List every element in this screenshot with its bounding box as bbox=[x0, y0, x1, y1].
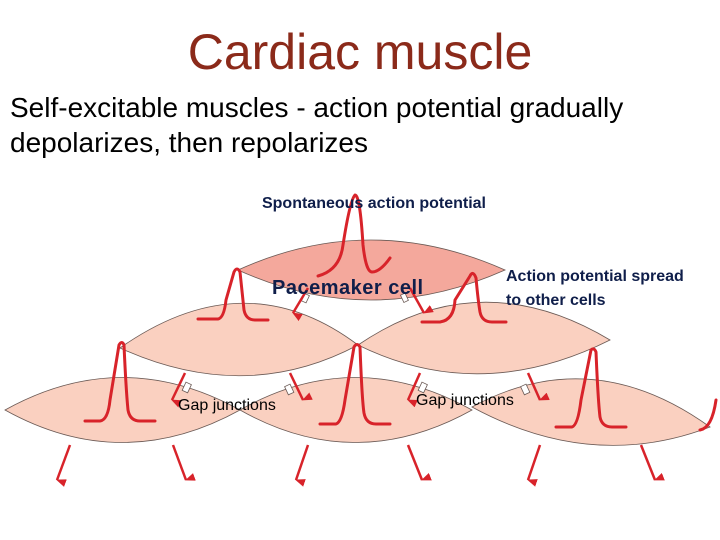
subtitle-line-1: Self-excitable muscles - action potentia… bbox=[10, 92, 624, 123]
far-right-partial-action-potential bbox=[698, 398, 718, 432]
arrow-middle-right-down-left bbox=[406, 372, 422, 408]
bottom-right-cell bbox=[471, 378, 711, 446]
action-potential-traces bbox=[83, 193, 718, 432]
pacemaker-cell-label: Pacemaker cell bbox=[272, 277, 424, 299]
bottom-right-action-potential bbox=[554, 347, 628, 429]
bottom-middle-action-potential bbox=[318, 343, 392, 426]
arrow-bottom-middle-1 bbox=[294, 444, 310, 487]
arrow-middle-left-down-left bbox=[170, 372, 187, 408]
pacemaker-cell bbox=[237, 239, 506, 301]
arrow-middle-right-down-right bbox=[526, 372, 550, 401]
arrow-middle-left-down-right bbox=[288, 372, 313, 401]
arrow-pacemaker-to-left bbox=[291, 287, 310, 322]
middle-left-cell bbox=[119, 302, 359, 377]
arrow-bottom-right-1 bbox=[526, 444, 542, 487]
pacemaker-action-potential bbox=[316, 193, 392, 278]
arrow-pacemaker-to-right bbox=[408, 287, 434, 314]
slide-subtitle: Self-excitable muscles - action potentia… bbox=[10, 90, 623, 160]
gap-junctions-label-right: Gap junctions bbox=[416, 392, 514, 409]
arrow-bottom-left-1 bbox=[55, 444, 72, 487]
arrow-bottom-right-2 bbox=[639, 444, 665, 481]
subtitle-line-2: depolarizes, then repolarizes bbox=[10, 127, 368, 158]
gap-junctions bbox=[181, 292, 531, 396]
gap-junctions-label-left: Gap junctions bbox=[178, 397, 276, 414]
slide-title: Cardiac muscle bbox=[187, 24, 533, 80]
bottom-left-action-potential bbox=[83, 341, 157, 423]
spontaneous-action-potential-label: Spontaneous action potential bbox=[262, 195, 486, 212]
spread-arrows bbox=[55, 287, 665, 487]
middle-right-action-potential bbox=[420, 271, 508, 324]
arrow-bottom-left-2 bbox=[171, 444, 196, 481]
bottom-middle-cell bbox=[239, 377, 473, 443]
spread-label-line-2: to other cells bbox=[506, 292, 606, 309]
arrow-bottom-middle-2 bbox=[406, 444, 432, 481]
middle-left-action-potential bbox=[196, 267, 270, 322]
middle-right-cell bbox=[357, 301, 611, 375]
spread-label-line-1: Action potential spread bbox=[506, 268, 684, 285]
